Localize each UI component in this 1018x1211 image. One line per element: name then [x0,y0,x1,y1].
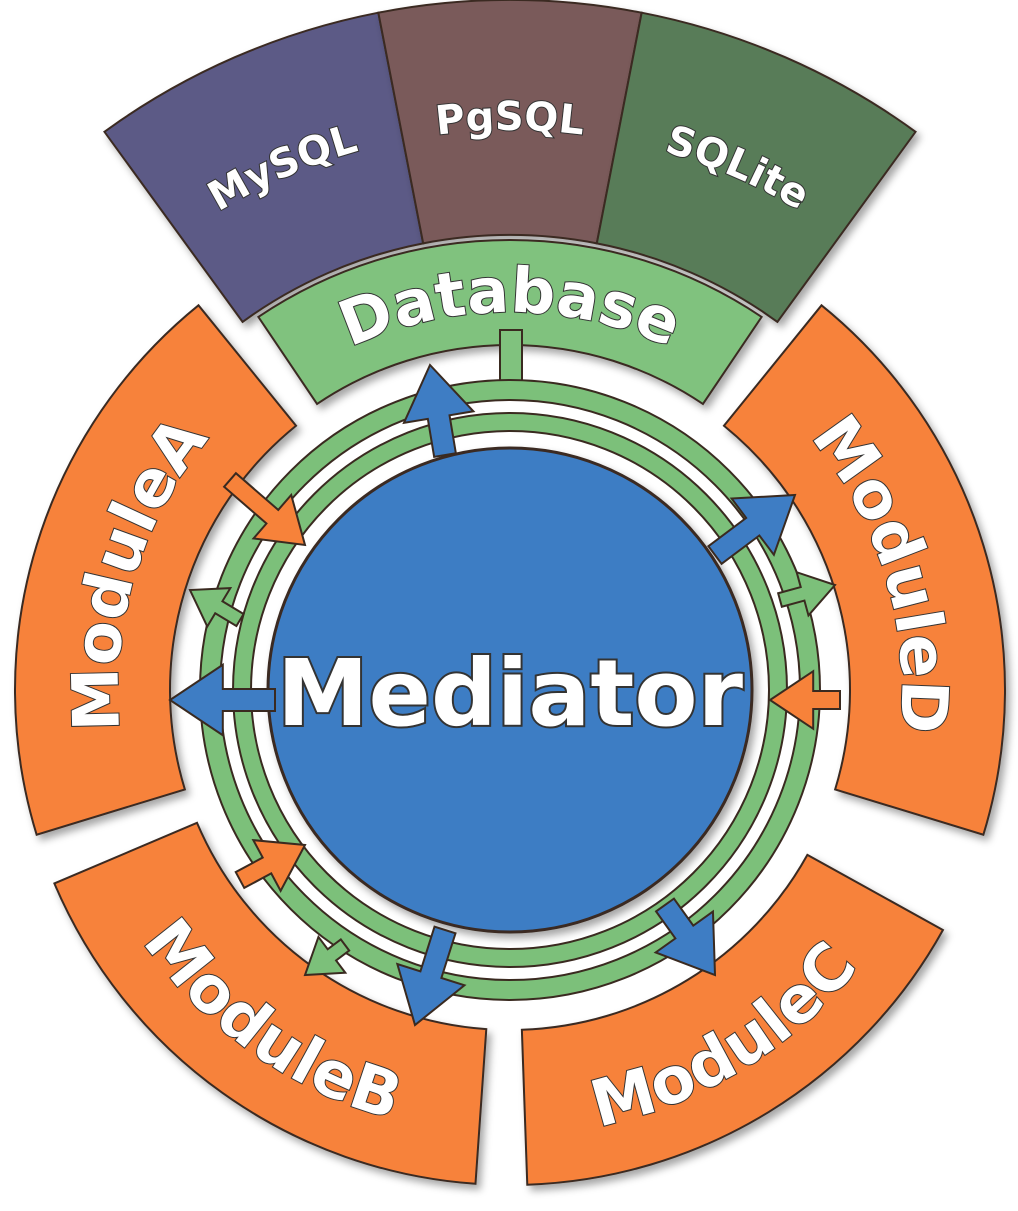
arrow-to-module-b [395,925,467,1027]
ring-arrow-module-b [303,934,351,977]
arrow-to-module-a [168,662,276,738]
module-c-block [520,853,945,1186]
arrow-to-database [402,363,476,458]
ring-arrow-module-d [776,570,837,618]
engine-pgsql-label-text: PgSQL [432,93,588,146]
module-b-block [53,821,488,1185]
arrow-from-module-a [222,471,307,547]
mediator-label: Mediator [277,640,744,747]
ring-arrow-module-a [188,586,245,629]
arrow-from-module-b [234,838,307,893]
arrow-to-module-d [707,493,797,566]
arrow-from-module-d [768,669,841,731]
engine-sqlite-block [595,11,917,324]
module-d-block [722,303,1006,836]
engine-pgsql-label: PgSQL [433,94,587,145]
database-block [256,239,764,406]
module-a-block [14,303,298,836]
arrow-to-module-c [653,897,717,977]
